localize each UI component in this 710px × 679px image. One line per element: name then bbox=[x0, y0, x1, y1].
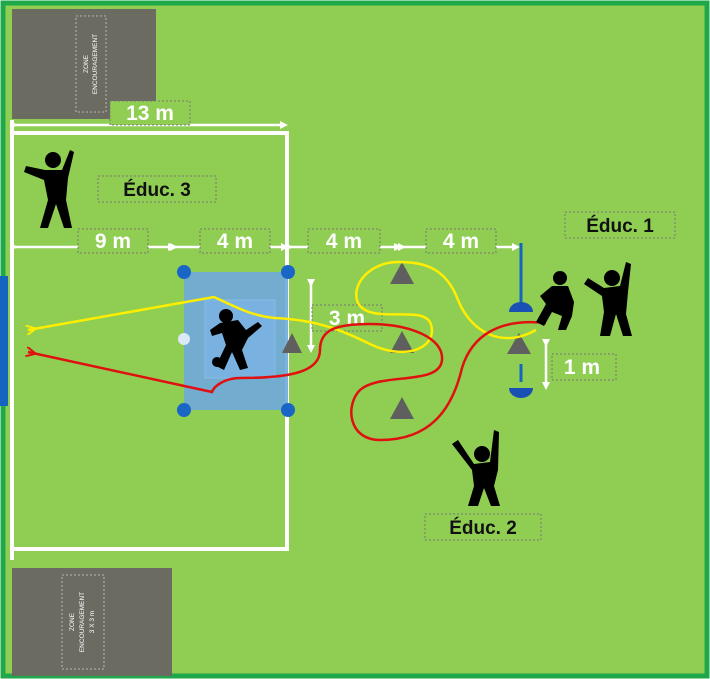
cones bbox=[282, 262, 531, 419]
zone-top-line2: ENCOURAGEMENT bbox=[92, 34, 99, 94]
goal bbox=[0, 276, 8, 406]
coach-2-silhouette bbox=[452, 430, 500, 506]
label-educ-2: Éduc. 2 bbox=[449, 517, 517, 539]
label-1m: 1 m bbox=[564, 356, 600, 379]
cone-middle bbox=[390, 331, 414, 353]
label-13m: 13 m bbox=[126, 102, 174, 125]
label-educ-3: Éduc. 3 bbox=[123, 179, 191, 201]
coach-3-silhouette bbox=[24, 150, 74, 228]
zone-encouragement-top: ZONE ENCOURAGEMENT bbox=[12, 9, 156, 119]
measure-1m: 1 m bbox=[551, 353, 617, 381]
label-9m: 9 m bbox=[95, 230, 131, 253]
measure-4m-a: 4 m bbox=[199, 228, 271, 254]
zone-bottom-line1: ZONE bbox=[69, 612, 76, 631]
corner-markers bbox=[177, 265, 295, 417]
measure-4m-b: 4 m bbox=[307, 228, 381, 254]
slalom-gate bbox=[509, 243, 533, 398]
cone-bottom bbox=[390, 397, 414, 419]
label-4m-c: 4 m bbox=[443, 230, 479, 253]
coach-2-label: Éduc. 2 bbox=[424, 513, 542, 541]
measure-4m-c: 4 m bbox=[425, 228, 497, 254]
measure-3m: 3 m bbox=[311, 304, 383, 332]
coach-3-label: Éduc. 3 bbox=[97, 175, 217, 203]
label-educ-1: Éduc. 1 bbox=[586, 215, 654, 237]
player-shooter bbox=[210, 309, 262, 370]
yellow-path bbox=[28, 260, 537, 354]
label-4m-a: 4 m bbox=[217, 230, 253, 253]
zone-bottom-line3: 3 X 3 m bbox=[89, 611, 96, 633]
ball-icon bbox=[212, 357, 222, 367]
zone-bottom-line2: ENCOURAGEMENT bbox=[79, 592, 86, 652]
coach-1-silhouette bbox=[584, 262, 632, 336]
player-passer bbox=[536, 271, 574, 330]
cone-top bbox=[390, 262, 414, 284]
coach-1-label: Éduc. 1 bbox=[564, 211, 676, 239]
zone-top-line1: ZONE bbox=[83, 54, 90, 73]
measure-13m: 13 m bbox=[109, 100, 191, 126]
cone-gate bbox=[507, 333, 531, 354]
cone-box bbox=[282, 333, 302, 353]
label-4m-b: 4 m bbox=[326, 230, 362, 253]
spot-marker bbox=[178, 333, 190, 345]
zone-encouragement-bottom: ZONE ENCOURAGEMENT 3 X 3 m bbox=[12, 568, 172, 676]
red-path bbox=[28, 320, 547, 442]
measure-9m: 9 m bbox=[77, 228, 149, 254]
